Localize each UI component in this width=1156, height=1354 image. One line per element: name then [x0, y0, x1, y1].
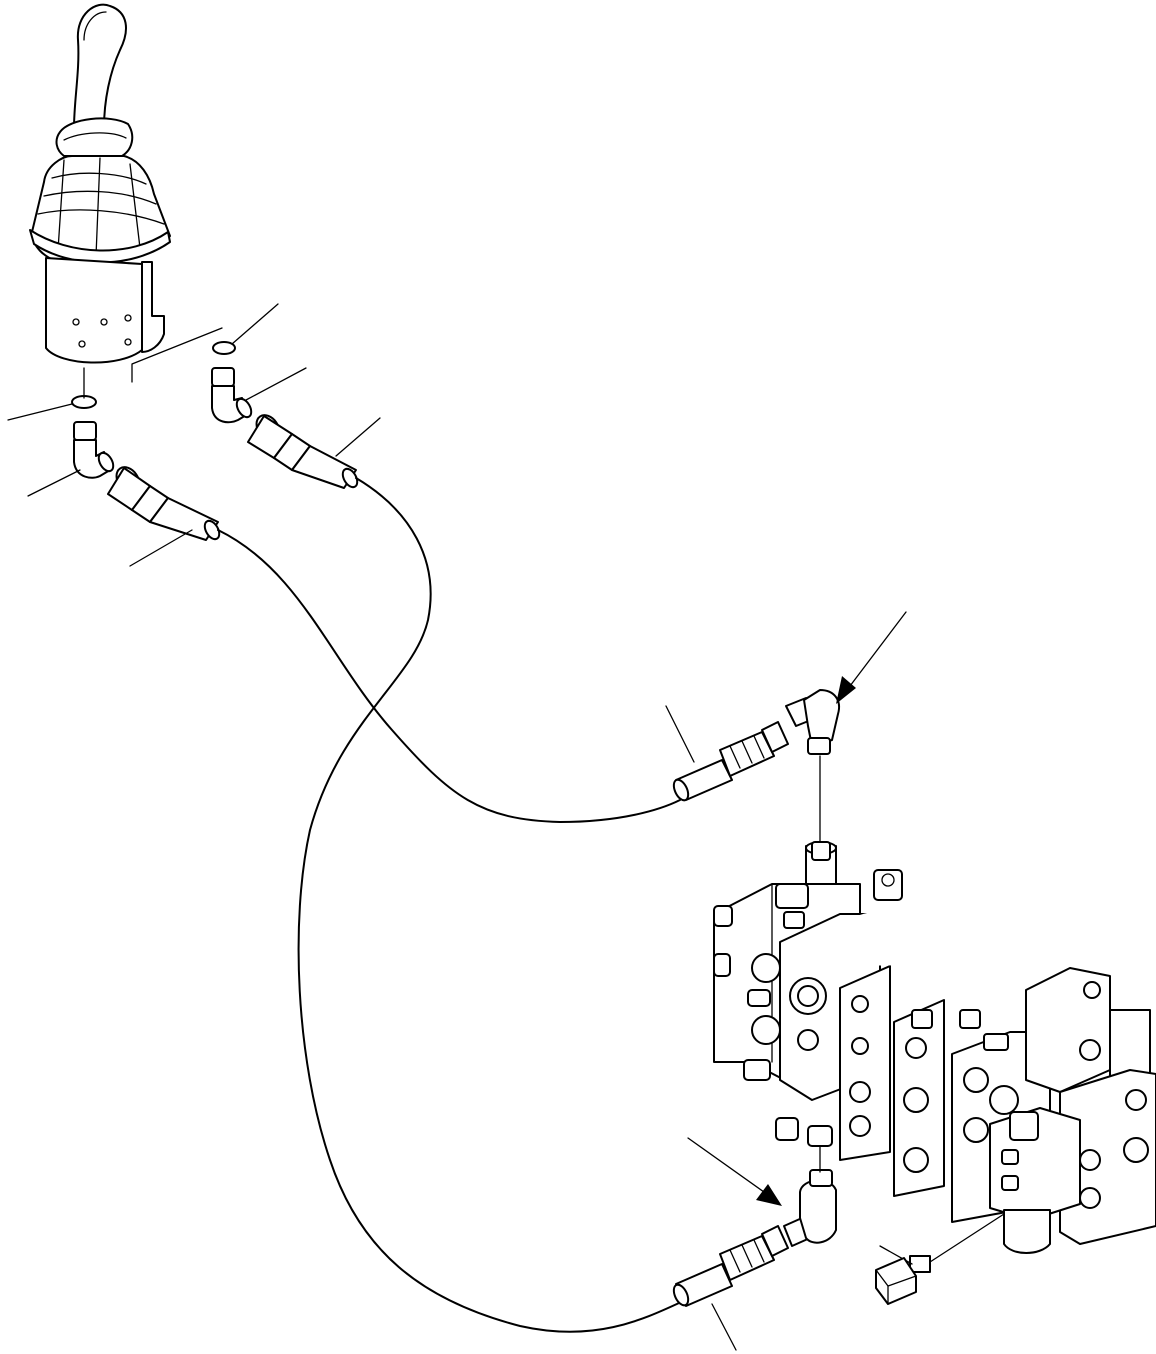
pilot-hose-connector-top: [672, 721, 789, 802]
control-valve-block: [713, 841, 1156, 1254]
leader-lines: [7, 303, 737, 1351]
pilot-hose-a: [107, 466, 681, 823]
arrow-icon: [836, 611, 907, 704]
pilot-hose-connector-bottom: [672, 1225, 789, 1307]
port-leader: [131, 327, 223, 383]
o-ring: [71, 395, 97, 409]
arrow-icon: [687, 1137, 782, 1206]
elbow-fitting: [783, 1169, 837, 1247]
o-ring: [212, 341, 236, 355]
elbow-fitting: [73, 421, 115, 479]
elbow-fitting: [785, 689, 840, 755]
elbow-fitting: [211, 367, 253, 424]
joystick-lever: [29, 3, 171, 364]
pilot-hose-b: [247, 414, 691, 1333]
electrical-connector: [875, 1213, 1005, 1305]
